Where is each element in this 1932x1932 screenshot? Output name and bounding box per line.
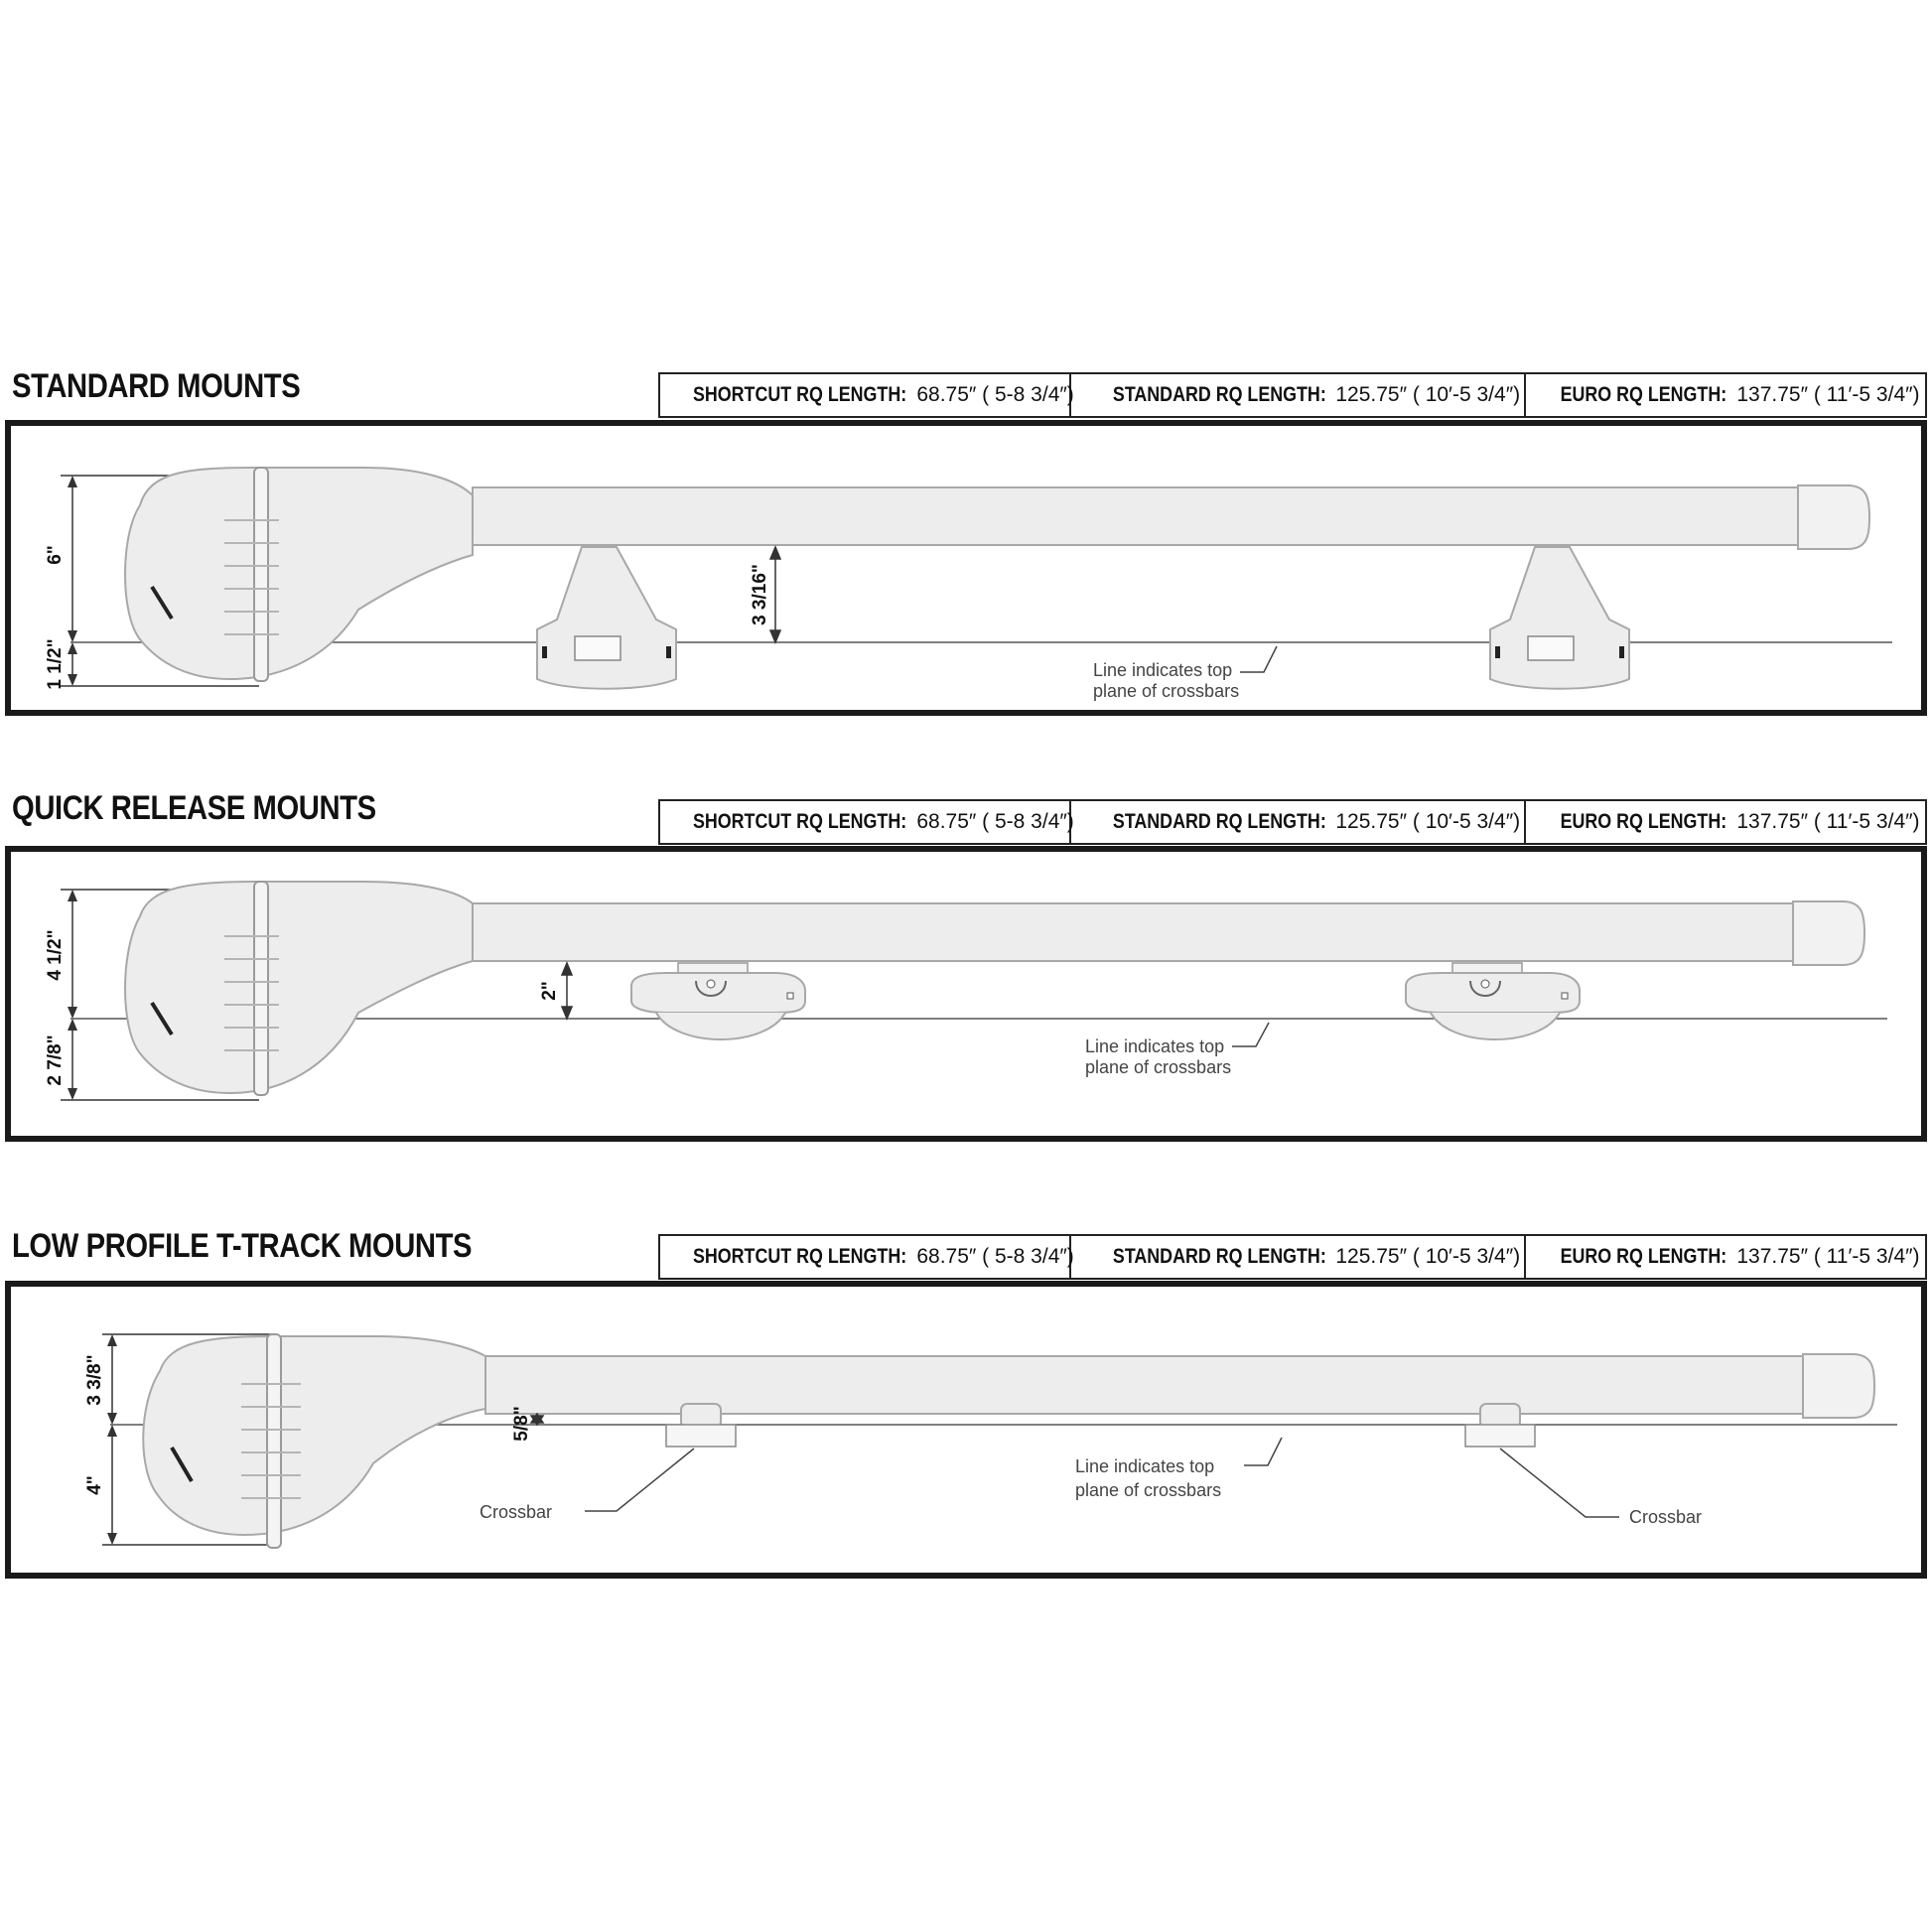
dimension-upper: 4 1/2" bbox=[45, 929, 66, 980]
t-track-mount-left bbox=[665, 1403, 737, 1448]
rack-end-cap bbox=[1802, 1353, 1876, 1419]
length-label: SHORTCUT RQ LENGTH: bbox=[693, 383, 907, 406]
rack-diagram: 3 3/8" 4" bbox=[84, 1333, 1897, 1549]
diagram-frame: 4 1/2" 2 7/8" bbox=[5, 846, 1927, 1142]
mount-gap-dimension bbox=[768, 545, 782, 644]
length-value: 137.75″ ( 11′-5 3/4″) bbox=[1736, 810, 1920, 833]
note-line-2: plane of crossbars bbox=[1075, 1480, 1221, 1500]
rack-tube bbox=[472, 486, 1804, 546]
dimension-arrows bbox=[68, 890, 77, 1100]
rack-tube bbox=[472, 902, 1804, 962]
dimension-mount-gap: 5/8" bbox=[511, 1406, 532, 1441]
rack-head bbox=[124, 467, 474, 682]
length-table: SHORTCUT RQ LENGTH: 68.75″ ( 5-8 3/4″) S… bbox=[658, 1234, 1927, 1280]
length-label: EURO RQ LENGTH: bbox=[1560, 383, 1727, 406]
note-line-2: plane of crossbars bbox=[1093, 681, 1239, 701]
length-label: STANDARD RQ LENGTH: bbox=[1112, 810, 1326, 833]
length-table: SHORTCUT RQ LENGTH: 68.75″ ( 5-8 3/4″) S… bbox=[658, 799, 1927, 845]
length-value: 125.75″ ( 10′-5 3/4″) bbox=[1335, 383, 1521, 406]
crossbar-label-right: Crossbar bbox=[1629, 1507, 1702, 1527]
note-line-1: Line indicates top bbox=[1085, 1036, 1224, 1056]
diagram-frame: 3 3/8" 4" bbox=[5, 1281, 1927, 1579]
dimension-upper: 6" bbox=[45, 545, 66, 565]
rack-diagram: 4 1/2" 2 7/8" bbox=[45, 881, 1887, 1101]
rack-diagram: 6" 1 1/2" bbox=[45, 467, 1892, 701]
length-table: SHORTCUT RQ LENGTH: 68.75″ ( 5-8 3/4″) S… bbox=[658, 372, 1927, 418]
crossbar-label-left: Crossbar bbox=[480, 1502, 552, 1522]
length-value: 125.75″ ( 10′-5 3/4″) bbox=[1335, 810, 1521, 833]
length-label: EURO RQ LENGTH: bbox=[1560, 1245, 1727, 1268]
note-line-2: plane of crossbars bbox=[1085, 1057, 1231, 1077]
length-cell-euro: EURO RQ LENGTH: 137.75″ ( 11′-5 3/4″) bbox=[1526, 1236, 1925, 1278]
section-title: QUICK RELEASE MOUNTS bbox=[12, 789, 376, 827]
dimension-lower: 2 7/8" bbox=[45, 1035, 66, 1085]
section-title: STANDARD MOUNTS bbox=[12, 367, 301, 405]
note-leader bbox=[1232, 1022, 1270, 1047]
note-line-1: Line indicates top bbox=[1075, 1456, 1214, 1476]
diagram-frame: 6" 1 1/2" bbox=[5, 420, 1927, 716]
length-cell-euro: EURO RQ LENGTH: 137.75″ ( 11′-5 3/4″) bbox=[1526, 374, 1925, 416]
rack-end-cap bbox=[1797, 484, 1871, 550]
length-cell-euro: EURO RQ LENGTH: 137.75″ ( 11′-5 3/4″) bbox=[1526, 801, 1925, 843]
length-label: SHORTCUT RQ LENGTH: bbox=[693, 810, 907, 833]
length-cell-shortcut: SHORTCUT RQ LENGTH: 68.75″ ( 5-8 3/4″) bbox=[660, 801, 1074, 843]
length-label: STANDARD RQ LENGTH: bbox=[1112, 1245, 1326, 1268]
length-label: EURO RQ LENGTH: bbox=[1560, 810, 1727, 833]
length-cell-standard: STANDARD RQ LENGTH: 125.75″ ( 10′-5 3/4″… bbox=[1071, 374, 1526, 416]
length-value: 68.75″ ( 5-8 3/4″) bbox=[916, 810, 1074, 833]
rack-end-cap bbox=[1792, 900, 1866, 966]
rack-head bbox=[124, 881, 474, 1096]
length-cell-standard: STANDARD RQ LENGTH: 125.75″ ( 10′-5 3/4″… bbox=[1071, 801, 1526, 843]
section-title: LOW PROFILE T-TRACK MOUNTS bbox=[12, 1227, 473, 1265]
crossbar-leader-right bbox=[1499, 1448, 1619, 1518]
rack-head bbox=[142, 1333, 486, 1549]
dimension-upper: 3 3/8" bbox=[84, 1354, 105, 1405]
note-leader bbox=[1244, 1437, 1283, 1466]
standard-mount-right bbox=[1489, 546, 1630, 690]
dimension-arrows bbox=[68, 476, 77, 686]
note-leader bbox=[1240, 645, 1278, 673]
length-value: 68.75″ ( 5-8 3/4″) bbox=[916, 1245, 1074, 1268]
length-cell-shortcut: SHORTCUT RQ LENGTH: 68.75″ ( 5-8 3/4″) bbox=[660, 1236, 1074, 1278]
standard-mount-left bbox=[536, 546, 677, 690]
length-value: 68.75″ ( 5-8 3/4″) bbox=[916, 383, 1074, 406]
dimension-mount-gap: 3 3/16" bbox=[750, 564, 770, 625]
quick-release-mount-right bbox=[1405, 962, 1581, 1040]
mount-gap-dimension bbox=[560, 961, 574, 1021]
length-value: 137.75″ ( 11′-5 3/4″) bbox=[1736, 383, 1920, 406]
quick-release-mount-left bbox=[630, 962, 806, 1040]
note-line-1: Line indicates top bbox=[1093, 660, 1232, 680]
crossbar-leader-left bbox=[585, 1448, 695, 1512]
length-value: 125.75″ ( 10′-5 3/4″) bbox=[1335, 1245, 1521, 1268]
length-cell-shortcut: SHORTCUT RQ LENGTH: 68.75″ ( 5-8 3/4″) bbox=[660, 374, 1074, 416]
dimension-arrows bbox=[107, 1334, 117, 1545]
length-value: 137.75″ ( 11′-5 3/4″) bbox=[1736, 1245, 1920, 1268]
length-cell-standard: STANDARD RQ LENGTH: 125.75″ ( 10′-5 3/4″… bbox=[1071, 1236, 1526, 1278]
length-label: STANDARD RQ LENGTH: bbox=[1112, 383, 1326, 406]
dimension-mount-gap: 2" bbox=[539, 981, 560, 1001]
t-track-mount-right bbox=[1464, 1403, 1536, 1448]
mount-gap-dimension bbox=[529, 1412, 545, 1427]
length-label: SHORTCUT RQ LENGTH: bbox=[693, 1245, 907, 1268]
dimension-lower: 4" bbox=[84, 1475, 105, 1495]
dimension-lower: 1 1/2" bbox=[45, 638, 66, 689]
dimension-lines bbox=[102, 1333, 274, 1546]
